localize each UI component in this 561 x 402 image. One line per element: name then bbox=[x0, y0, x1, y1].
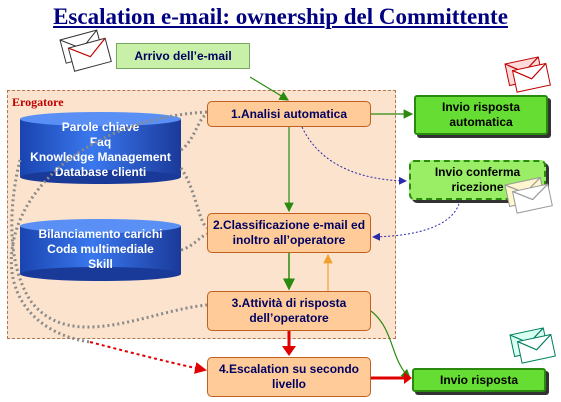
node-analisi-automatica: 1.Analisi automatica bbox=[207, 101, 371, 127]
node-escalation: 4.Escalation su secondo livello bbox=[207, 357, 371, 397]
escalation-line bbox=[89, 341, 207, 374]
db-link bbox=[179, 167, 209, 230]
database-2-item: Skill bbox=[88, 257, 113, 271]
db-link bbox=[10, 159, 208, 329]
node-classificazione: 2.Classificazione e-mail ed inoltro all’… bbox=[207, 213, 371, 253]
node-conferma-ricezione: Invio conferma ricezione bbox=[409, 160, 546, 200]
arrow-step4-final-head bbox=[404, 372, 412, 384]
database-2-list: Bilanciamento carichi Coda multimediale … bbox=[20, 227, 181, 272]
db-link bbox=[180, 232, 208, 252]
arrow-step1-conferma bbox=[301, 126, 407, 185]
envelope-icon bbox=[504, 176, 553, 214]
envelope-icon bbox=[509, 327, 556, 364]
database-cylinder-2 bbox=[20, 219, 181, 281]
arrow-step3-step4-head bbox=[282, 346, 296, 356]
db-link bbox=[9, 110, 208, 344]
database-cylinder-1 bbox=[20, 112, 181, 184]
envelope-icon bbox=[504, 56, 551, 93]
erogatore-label: Erogatore bbox=[12, 95, 64, 109]
arrow-conferma-step2 bbox=[372, 199, 461, 241]
database-2-item: Bilanciamento carichi bbox=[38, 227, 163, 241]
database-1-item: Parole chiave bbox=[61, 120, 140, 134]
page-title: Escalation e-mail: ownership del Committ… bbox=[53, 4, 508, 29]
node-attivita-operatore: 3.Attività di risposta dell’operatore bbox=[207, 291, 371, 331]
node-arrivo-email: Arrivo dell’e-mail bbox=[116, 43, 250, 69]
arrow-arrivo-step1 bbox=[249, 76, 290, 101]
node-risposta-automatica: Invio risposta automatica bbox=[414, 95, 548, 135]
db-link bbox=[180, 112, 208, 152]
database-2-item: Coda multimediale bbox=[47, 242, 154, 256]
arrow-step3-final bbox=[370, 310, 411, 379]
database-1-item: Database clienti bbox=[54, 165, 147, 179]
node-risposta-finale: Invio risposta bbox=[412, 368, 546, 392]
envelope-icon bbox=[59, 29, 112, 72]
